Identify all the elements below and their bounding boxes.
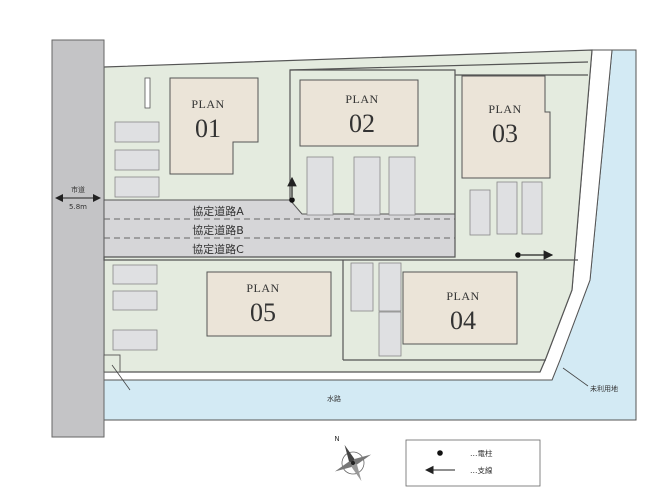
city-road-label: 市道 bbox=[71, 185, 85, 194]
plan-02-number: 02 bbox=[349, 109, 375, 138]
plan-04-building bbox=[402, 271, 518, 345]
legend-box bbox=[405, 439, 541, 487]
legend-guy-wire-label: …支線 bbox=[470, 465, 493, 475]
legend-pole-symbol bbox=[437, 450, 443, 456]
waterway-label: 水路 bbox=[327, 394, 341, 403]
compass-north-label: N bbox=[334, 435, 339, 443]
plan-02-building bbox=[299, 79, 419, 147]
plan-01-building bbox=[169, 77, 259, 175]
legend-pole-label: …電柱 bbox=[470, 448, 493, 458]
compass-rose bbox=[334, 444, 372, 482]
plan-01-number: 01 bbox=[195, 114, 221, 143]
plan-03-building bbox=[461, 75, 551, 179]
city-road bbox=[51, 39, 105, 438]
plan-02-word: PLAN bbox=[345, 92, 378, 106]
road-b-label: 協定道路B bbox=[192, 223, 244, 237]
city-road-width: 5.8m bbox=[69, 203, 87, 211]
parking-spaces bbox=[112, 121, 543, 357]
road-c-label: 協定道路C bbox=[192, 242, 244, 256]
plan-04-word: PLAN bbox=[446, 289, 479, 303]
plan-01-word: PLAN bbox=[191, 97, 224, 111]
road-a-label: 協定道路A bbox=[192, 204, 244, 218]
plan-03-number: 03 bbox=[492, 119, 518, 148]
plan-05-number: 05 bbox=[250, 298, 276, 327]
plan-04-number: 04 bbox=[450, 306, 476, 335]
plan-03-word: PLAN bbox=[488, 102, 521, 116]
unused-land-label: 未利用地 bbox=[590, 384, 618, 393]
utility-pole bbox=[289, 197, 295, 203]
utility-pole bbox=[515, 252, 521, 258]
plan-05-building bbox=[206, 271, 332, 337]
plan-05-word: PLAN bbox=[246, 281, 279, 295]
